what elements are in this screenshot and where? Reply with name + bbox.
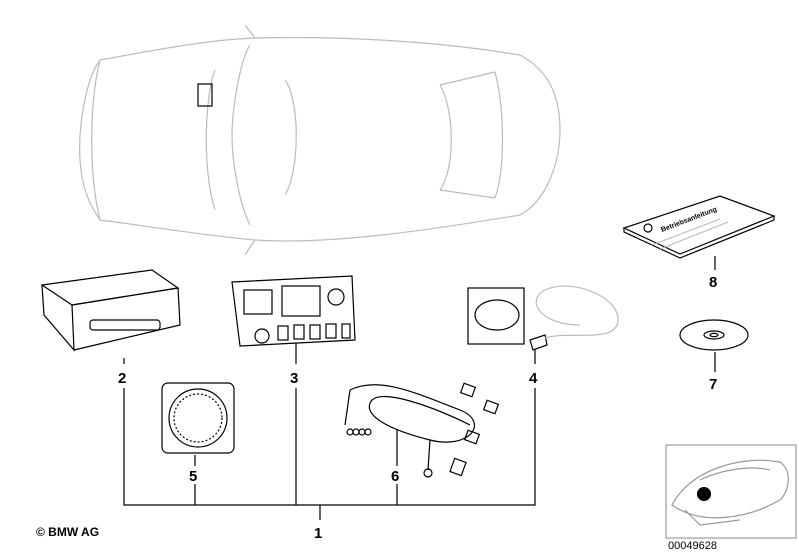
callout-4: 4 [529, 370, 538, 387]
callout-6: 6 [391, 468, 399, 485]
callout-3: 3 [290, 370, 298, 387]
car-top-view [79, 24, 561, 256]
copyright-text: © BMW AG [36, 525, 100, 539]
callout-7: 7 [709, 376, 717, 393]
locator-thumbnail [665, 444, 797, 539]
wiring-harness-icon [344, 382, 500, 478]
loudspeaker-icon [161, 382, 235, 454]
cd-disc-icon [679, 319, 749, 351]
callout-5: 5 [189, 468, 197, 485]
document-number: 00049628 [668, 540, 717, 552]
callout-1: 1 [314, 525, 322, 542]
microphone-icon [467, 285, 619, 351]
leader-lines [123, 256, 716, 520]
callout-2: 2 [118, 370, 126, 387]
callout-8: 8 [709, 274, 717, 291]
locator-dot [697, 487, 711, 501]
control-panel-icon [231, 275, 356, 347]
mounting-location-marker [197, 83, 213, 107]
owners-manual-icon [622, 195, 776, 259]
control-unit-icon [40, 269, 181, 352]
